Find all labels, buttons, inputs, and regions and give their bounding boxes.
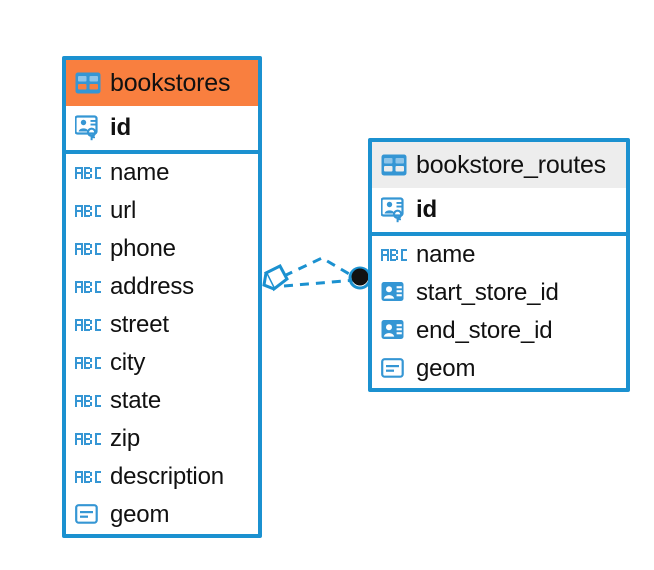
entity-bookstore-routes-field-name[interactable]: name bbox=[372, 236, 626, 274]
entity-bookstores-field-list: name u bbox=[66, 154, 258, 534]
entity-bookstores-field-zip[interactable]: zip bbox=[66, 420, 258, 458]
entity-bookstores-field-address-label: address bbox=[110, 273, 194, 300]
entity-bookstore-routes-field-id-label: id bbox=[416, 196, 437, 223]
relationship-target-endpoint-icon bbox=[348, 266, 372, 290]
entity-bookstores-field-street-label: street bbox=[110, 311, 169, 338]
abc-text-icon bbox=[75, 317, 101, 333]
foreign-key-icon bbox=[381, 319, 407, 343]
relationship-source-endpoint-icon bbox=[262, 264, 289, 292]
abc-text-icon bbox=[75, 279, 101, 295]
abc-text-icon bbox=[75, 393, 101, 409]
entity-bookstores-field-zip-label: zip bbox=[110, 425, 141, 452]
entity-bookstores-field-url-label: url bbox=[110, 197, 137, 224]
entity-bookstores-field-url[interactable]: url bbox=[66, 192, 258, 230]
entity-bookstore-routes-field-geom-label: geom bbox=[416, 355, 476, 382]
abc-text-icon bbox=[75, 241, 101, 257]
abc-text-icon bbox=[75, 431, 101, 447]
entity-bookstores-pk-divider bbox=[66, 150, 258, 154]
entity-bookstores-field-name[interactable]: name bbox=[66, 154, 258, 192]
entity-bookstore-routes-field-start-store-id[interactable]: start_store_id bbox=[372, 274, 626, 312]
entity-bookstores-field-description-label: description bbox=[110, 463, 224, 490]
entity-bookstores-field-city[interactable]: city bbox=[66, 344, 258, 382]
primary-key-icon bbox=[381, 197, 407, 223]
entity-bookstores-field-city-label: city bbox=[110, 349, 146, 376]
entity-bookstores-field-phone[interactable]: phone bbox=[66, 230, 258, 268]
entity-bookstores-field-phone-label: phone bbox=[110, 235, 176, 262]
entity-bookstores-title: bookstores bbox=[110, 68, 231, 97]
entity-bookstore-routes-field-start-store-id-label: start_store_id bbox=[416, 279, 559, 306]
table-icon bbox=[75, 72, 101, 94]
primary-key-icon bbox=[75, 115, 101, 141]
foreign-key-icon bbox=[381, 281, 407, 305]
entity-bookstores-header[interactable]: bookstores bbox=[66, 60, 258, 106]
entity-bookstores[interactable]: bookstores id bbox=[62, 56, 262, 538]
entity-bookstore-routes-header[interactable]: bookstore_routes bbox=[372, 142, 626, 188]
geometry-blob-icon bbox=[381, 357, 407, 381]
entity-bookstores-field-name-label: name bbox=[110, 159, 170, 186]
entity-bookstores-field-geom-label: geom bbox=[110, 501, 170, 528]
entity-bookstore-routes-field-list: name start_store_id bbox=[372, 236, 626, 388]
entity-bookstore-routes-field-end-store-id[interactable]: end_store_id bbox=[372, 312, 626, 350]
relationship-branch-upper bbox=[283, 256, 357, 280]
abc-text-icon bbox=[75, 469, 101, 485]
entity-bookstores-field-street[interactable]: street bbox=[66, 306, 258, 344]
entity-bookstores-field-state[interactable]: state bbox=[66, 382, 258, 420]
entity-bookstore-routes-pk-divider bbox=[372, 232, 626, 236]
entity-bookstore-routes[interactable]: bookstore_routes id bbox=[368, 138, 630, 392]
entity-bookstores-field-geom[interactable]: geom bbox=[66, 496, 258, 534]
entity-bookstore-routes-field-name-label: name bbox=[416, 241, 476, 268]
entity-bookstore-routes-field-geom[interactable]: geom bbox=[372, 350, 626, 388]
entity-bookstore-routes-field-end-store-id-label: end_store_id bbox=[416, 317, 553, 344]
entity-bookstores-field-address[interactable]: address bbox=[66, 268, 258, 306]
abc-text-icon bbox=[75, 355, 101, 371]
entity-bookstores-field-state-label: state bbox=[110, 387, 162, 414]
entity-bookstores-field-description[interactable]: description bbox=[66, 458, 258, 496]
abc-text-icon bbox=[75, 203, 101, 219]
abc-text-icon bbox=[381, 247, 407, 263]
abc-text-icon bbox=[75, 165, 101, 181]
entity-bookstore-routes-field-id[interactable]: id bbox=[372, 188, 626, 232]
relationship-branch-lower bbox=[283, 278, 357, 288]
entity-bookstores-field-id-label: id bbox=[110, 114, 131, 141]
table-icon bbox=[381, 154, 407, 176]
entity-bookstores-field-id[interactable]: id bbox=[66, 106, 258, 150]
entity-bookstore-routes-title: bookstore_routes bbox=[416, 150, 606, 179]
geometry-blob-icon bbox=[75, 503, 101, 527]
